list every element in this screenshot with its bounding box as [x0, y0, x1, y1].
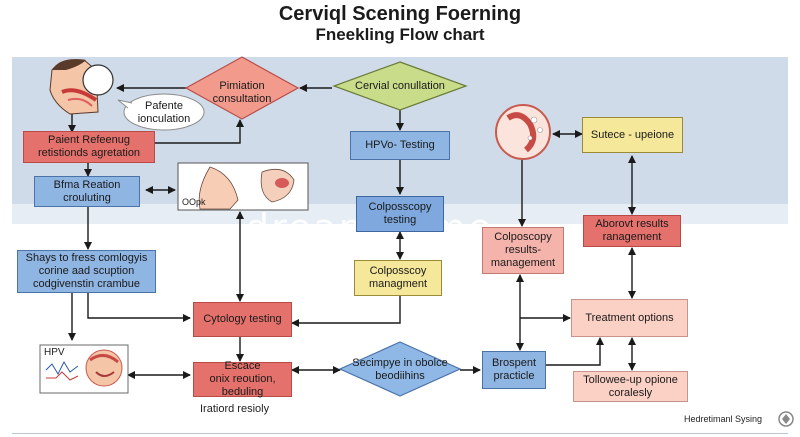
treatment-options-box: Treatment options [571, 299, 688, 337]
chart-subtitle: Fneekling Flow chart [315, 25, 485, 44]
hpv-label: HPV [44, 347, 65, 358]
corner-label: Hedretimanl Sysing [684, 414, 763, 424]
cervix-icon [495, 104, 551, 160]
corner-logo-icon [778, 411, 794, 427]
hpv-testing-box: HPVo- Testing [350, 131, 450, 160]
sutece-box: Sutece - upeione [582, 117, 683, 153]
chart-title: Cerviql Scening Foerning [278, 3, 522, 25]
patient-face-illustration [49, 59, 114, 115]
patente-bubble [123, 93, 205, 131]
cervial-diamond [332, 61, 468, 111]
scimpye-diamond [338, 341, 462, 397]
oopk-label: OOpk [182, 197, 206, 207]
pimiation-diamond [184, 56, 300, 120]
cervial-label: Cervial conullation [355, 80, 445, 92]
hpv-icon [39, 344, 129, 394]
cytology-testing-box: Cytology testing [193, 302, 292, 337]
bottom-rule [12, 433, 788, 434]
iratiord-label: Iratiord resioly [200, 403, 270, 415]
examination-image [177, 162, 309, 211]
